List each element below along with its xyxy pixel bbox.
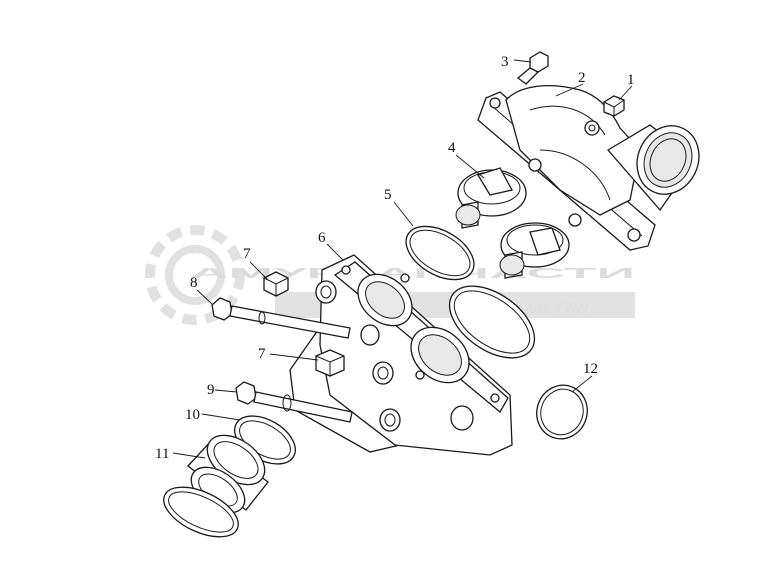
bolt-3 <box>516 51 549 85</box>
thermostat-4-lower <box>499 222 570 279</box>
callout-11: 11 <box>155 446 169 462</box>
callout-3: 3 <box>501 54 509 70</box>
callout-12: 12 <box>583 361 598 377</box>
callout-2: 2 <box>578 70 586 86</box>
sleeve-11 <box>187 434 269 514</box>
long-bolt-8 <box>211 297 351 339</box>
seal-ring-12 <box>536 384 588 440</box>
plug-7-upper <box>263 271 289 297</box>
ring-lower <box>163 486 239 538</box>
callouts: 1 2 3 4 5 6 7 7 8 9 10 11 12 <box>155 54 635 462</box>
o-ring-rear <box>448 285 536 359</box>
hex-plug-1 <box>603 95 625 117</box>
gear-icon <box>145 225 245 325</box>
thermostat-4-upper <box>455 167 527 229</box>
callout-7-upper: 7 <box>243 246 251 262</box>
callout-6: 6 <box>318 230 326 246</box>
callout-4: 4 <box>448 140 456 156</box>
watermark-text: АМУРЗАПЧАСТИ <box>190 265 635 282</box>
plug-7-lower <box>315 349 345 377</box>
long-bolt-9 <box>235 381 353 423</box>
callout-7-lower: 7 <box>258 346 266 362</box>
o-ring-5 <box>405 225 475 281</box>
callout-10: 10 <box>185 407 200 423</box>
callout-9: 9 <box>207 382 215 398</box>
callout-8: 8 <box>190 275 198 291</box>
callout-1: 1 <box>627 72 635 88</box>
thermostat-cover-2 <box>477 85 700 251</box>
watermark-subtext: олов FAW <box>515 300 589 317</box>
callout-5: 5 <box>384 187 392 203</box>
leader-lines <box>172 59 633 459</box>
